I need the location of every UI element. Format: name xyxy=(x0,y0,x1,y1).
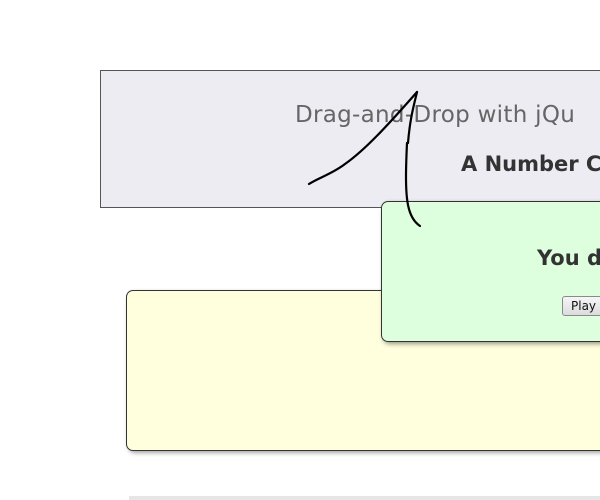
bottom-divider xyxy=(129,496,600,500)
success-dialog: You d Play A xyxy=(381,201,600,342)
play-again-button[interactable]: Play A xyxy=(562,296,600,316)
page-title: Drag-and-Drop with jQu xyxy=(295,102,576,128)
header-panel: Drag-and-Drop with jQu A Number C xyxy=(100,70,600,208)
success-message: You d xyxy=(537,246,600,270)
page-subtitle: A Number C xyxy=(461,152,600,176)
